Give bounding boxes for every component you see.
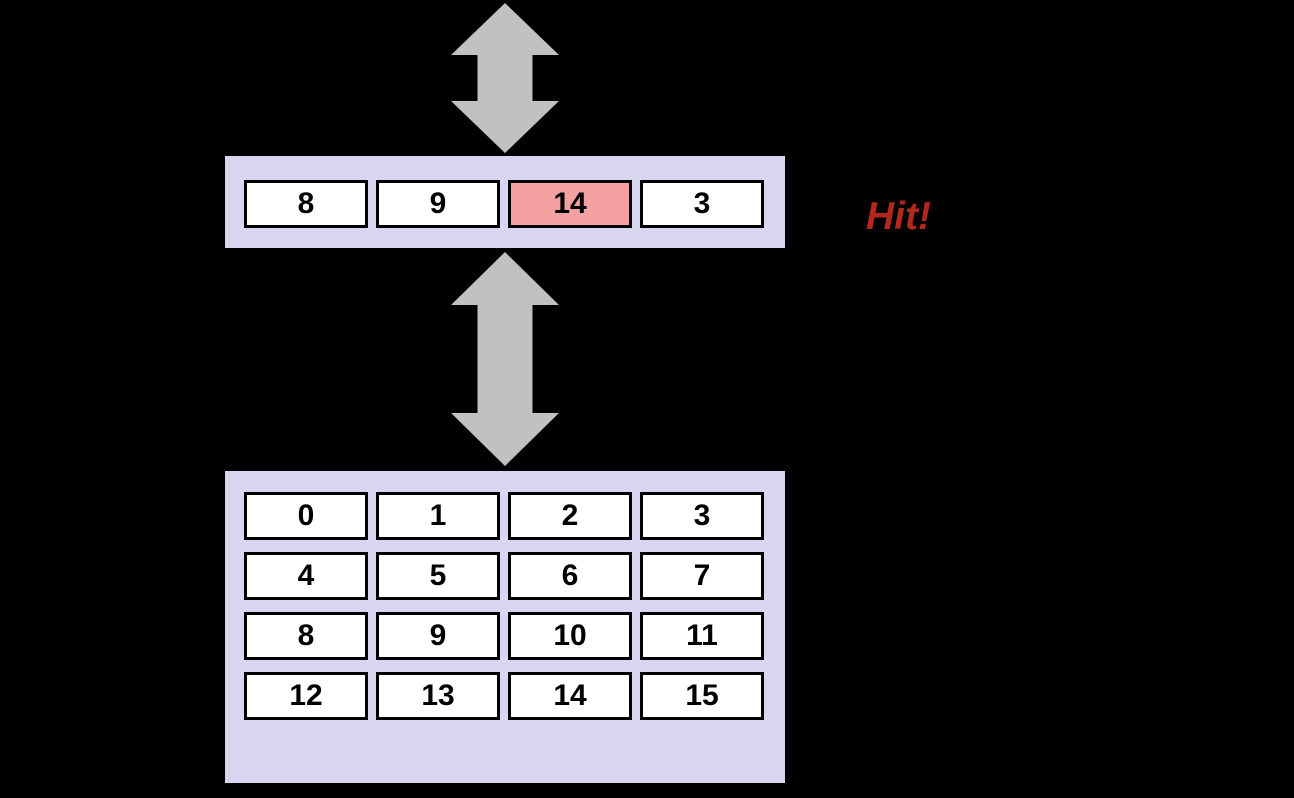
memory-box: 0 1 2 3 4 5 6 7 8 9 10 11 12 13 14 15 xyxy=(225,471,785,783)
cache-cell-2-highlighted: 14 xyxy=(508,180,632,228)
memory-cell-7: 7 xyxy=(640,552,764,600)
memory-cell-10: 10 xyxy=(508,612,632,660)
cache-cell-1: 9 xyxy=(376,180,500,228)
memory-cell-15: 15 xyxy=(640,672,764,720)
memory-cell-1: 1 xyxy=(376,492,500,540)
cache-cell-0: 8 xyxy=(244,180,368,228)
memory-cell-5: 5 xyxy=(376,552,500,600)
memory-cell-13: 13 xyxy=(376,672,500,720)
cache-cell-3: 3 xyxy=(640,180,764,228)
cache-memory-transfer-arrow xyxy=(451,252,559,466)
hit-label: Hit! xyxy=(866,195,931,238)
memory-cell-12: 12 xyxy=(244,672,368,720)
memory-cell-8: 8 xyxy=(244,612,368,660)
memory-cell-6: 6 xyxy=(508,552,632,600)
cache-cpu-transfer-arrow xyxy=(451,3,559,153)
cache-box: 8 9 14 3 xyxy=(225,156,785,248)
double-vertical-arrow-icon xyxy=(451,252,559,466)
double-vertical-arrow-icon xyxy=(451,3,559,153)
memory-cell-9: 9 xyxy=(376,612,500,660)
memory-cell-11: 11 xyxy=(640,612,764,660)
memory-cell-3: 3 xyxy=(640,492,764,540)
memory-cell-14: 14 xyxy=(508,672,632,720)
memory-cell-2: 2 xyxy=(508,492,632,540)
memory-cell-4: 4 xyxy=(244,552,368,600)
memory-cell-0: 0 xyxy=(244,492,368,540)
